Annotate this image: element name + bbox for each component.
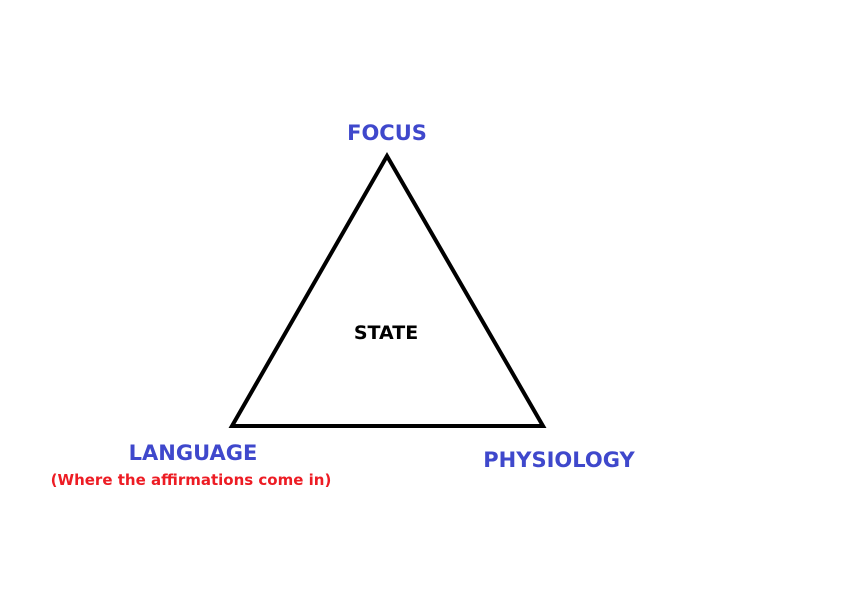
state-label: STATE bbox=[354, 322, 418, 344]
state-triangle bbox=[228, 151, 547, 428]
focus-label: FOCUS bbox=[347, 121, 427, 145]
language-label: LANGUAGE bbox=[129, 441, 258, 465]
physiology-label: PHYSIOLOGY bbox=[483, 448, 635, 472]
affirmations-note: (Where the affirmations come in) bbox=[51, 471, 332, 489]
